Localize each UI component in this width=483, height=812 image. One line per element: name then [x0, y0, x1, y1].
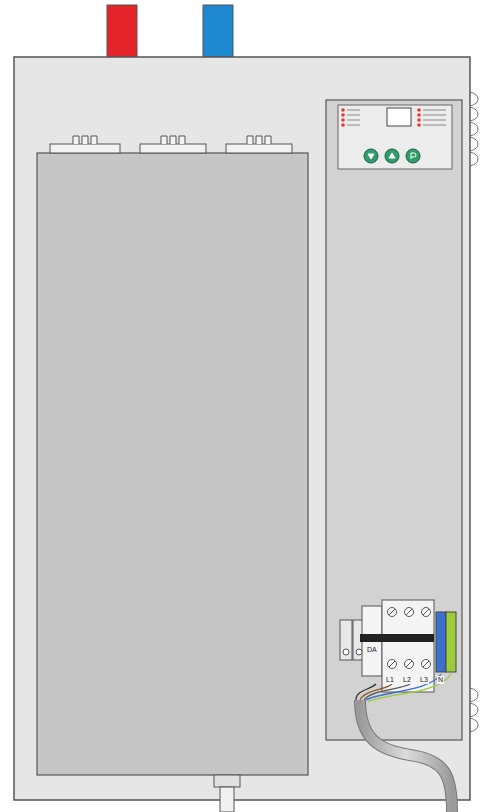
supply-cable: [360, 700, 452, 812]
drawing-part: [406, 661, 412, 667]
display: [387, 108, 411, 126]
drawing-part: [347, 120, 360, 121]
drawing-part: [417, 108, 421, 112]
neutral-terminal: [436, 612, 446, 672]
drawing-part: [366, 674, 441, 700]
drawing-part: [470, 107, 478, 121]
drawing-part: [470, 703, 478, 717]
drawing-part: [417, 118, 421, 122]
drawing-part: [161, 136, 167, 144]
breaker-label: DA: [366, 646, 378, 654]
drawing-part: [470, 718, 478, 732]
drawing-part: [417, 123, 421, 127]
drawing-part: [389, 661, 395, 667]
drawing-part: [341, 123, 345, 127]
drawing-part: [341, 108, 345, 112]
drawing-part: [140, 144, 206, 153]
terminal-label: L2: [402, 676, 412, 684]
drawing-part: [406, 609, 412, 615]
terminal-label: L3: [419, 676, 429, 684]
wires: [356, 674, 451, 702]
ground-terminal: [446, 612, 456, 672]
drawing-part: [470, 152, 478, 166]
drawing-part: [343, 649, 349, 655]
drawing-part: [170, 136, 176, 144]
drawing-part: [360, 684, 392, 700]
cold-pipe: [203, 5, 233, 57]
drawing-part: [265, 136, 271, 144]
drawing-part: [405, 660, 414, 669]
drawing-part: [356, 649, 362, 655]
contactor: [382, 600, 434, 692]
drawing-part: [423, 120, 446, 121]
drawing-part: [422, 608, 431, 617]
hinges: [470, 92, 478, 732]
hot-pipe: [107, 5, 137, 57]
buttons: [364, 149, 420, 163]
drawing-part: [423, 661, 429, 667]
drawing-part: [388, 608, 397, 617]
din-rail: [360, 634, 434, 642]
drawing-part: [470, 92, 478, 106]
heating-elements: [50, 136, 292, 153]
drawing-part: [423, 115, 446, 116]
drawing-part: [364, 149, 378, 163]
drawing-part: [411, 153, 416, 159]
drawing-part: [256, 136, 262, 144]
drawing-part: [82, 136, 88, 144]
drawing-part: [73, 136, 79, 144]
drain-nut: [214, 775, 240, 787]
drawing-part: [470, 122, 478, 136]
drawing-part: [341, 113, 345, 117]
control-panel: [326, 100, 462, 740]
drawing-part: [247, 136, 253, 144]
drawing-part: [470, 688, 478, 702]
drawing-part: [422, 660, 431, 669]
drawing-part: [389, 153, 395, 158]
drawing-part: [417, 113, 421, 117]
terminal-screws: [343, 608, 431, 669]
indicator-leds: [341, 108, 446, 127]
drawing-part: [406, 149, 420, 163]
drawing-part: [423, 110, 446, 111]
drawing-part: [388, 660, 397, 669]
drawing-part: [423, 609, 429, 615]
drawing-part: [368, 674, 451, 702]
drawing-part: [347, 125, 360, 126]
drawing-part: [347, 110, 360, 111]
supply-cable: [360, 700, 452, 812]
housing: [14, 57, 470, 800]
drawing-part: [50, 144, 120, 153]
drawing-part: [405, 608, 414, 617]
drawing-part: [341, 118, 345, 122]
drawing-part: [226, 144, 292, 153]
drawing-part: [179, 136, 185, 144]
drawing-part: [389, 609, 395, 615]
terminal-block: [340, 620, 352, 660]
water-tank: [37, 153, 308, 775]
drawing-part: [91, 136, 97, 144]
terminal-label: N: [437, 676, 444, 684]
terminal-label: L1: [385, 676, 395, 684]
drawing-part: [368, 154, 374, 159]
controller: [338, 105, 452, 169]
drawing-part: [347, 115, 360, 116]
drawing-part: [423, 125, 446, 126]
drain-pipe: [220, 787, 234, 812]
drawing-part: [470, 137, 478, 151]
drawing-part: [385, 149, 399, 163]
